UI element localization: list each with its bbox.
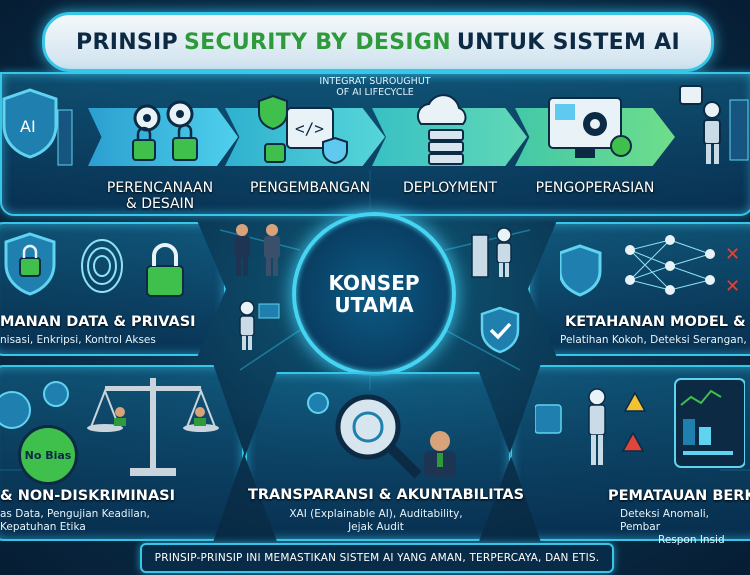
fairness-bullet-line1: as Data, Pengujian Keadilan, (0, 508, 150, 520)
footer-banner: PRINSIP-PRINSIP INI MEMASTIKAN SISTEM AI… (140, 543, 614, 573)
stage-label-deployment: DEPLOYMENT (402, 180, 498, 196)
center-line1: KONSEP (328, 271, 420, 295)
stage-label-operation: PENGOPERASIAN (535, 180, 655, 196)
scale-icon (0, 378, 219, 476)
pillar-data-privacy-title: MANAN DATA & PRIVASI (0, 314, 196, 330)
neural-network-icon: ✕ ✕ (560, 235, 740, 297)
pillar-transparency-bullets: XAI (Explainable AI), Auditability, Jeja… (260, 508, 492, 534)
svg-text:</>: </> (295, 119, 324, 138)
monitoring-bullet-line1: Deteksi Anomali, Pembar (620, 508, 710, 533)
pillar-robustness-bullets: Pelatihan Kokoh, Deteksi Serangan, Peng (560, 334, 750, 346)
svg-text:AI: AI (20, 117, 36, 136)
svg-text:✕: ✕ (725, 244, 740, 265)
robot-icon (679, 85, 749, 164)
page-title: PRINSIP SECURITY BY DESIGN UNTUK SISTEM … (42, 12, 714, 72)
title-part2: UNTUK SISTEM AI (456, 29, 680, 55)
lifecycle-caption: INTEGRAT SUROUGHUT OF AI LIFECYCLE (300, 76, 450, 98)
pillar-monitoring-title: PEMATAUAN BERKE (608, 488, 750, 504)
monitor-gear-icon (548, 97, 632, 158)
cloud-server-icon (416, 94, 467, 165)
ai-shield-icon: AI (2, 88, 73, 166)
stage-planning-line2: & DESAIN (125, 196, 195, 212)
center-line2: UTAMA (334, 293, 414, 317)
svg-text:✕: ✕ (725, 276, 740, 297)
magnifier-brain-icon (307, 392, 456, 479)
lifecycle-caption-line2: OF AI LIFECYCLE (336, 87, 414, 98)
monitoring-dashboard-icon (535, 378, 745, 468)
lifecycle-caption-line1: INTEGRAT SUROUGHUT (319, 76, 431, 87)
fairness-bullet-line2: Kepatuhan Etika (0, 521, 86, 533)
stage-label-planning: PERENCANAAN & DESAIN (85, 180, 235, 212)
monitoring-bullet-line2: Respon Insid (658, 534, 725, 546)
center-concept: KONSEP UTAMA (292, 212, 456, 376)
no-bias-badge: No Bias (18, 425, 78, 485)
gear-lock-icon (132, 100, 198, 161)
no-bias-text: No Bias (24, 448, 72, 462)
transparency-bullet-line1: XAI (Explainable AI), Auditability, (289, 508, 463, 520)
pillar-fairness-bullets: as Data, Pengujian Keadilan, Kepatuhan E… (0, 508, 200, 534)
privacy-icons (4, 232, 184, 297)
pillar-robustness-title: KETAHANAN MODEL & ADV (565, 314, 750, 330)
pillar-transparency-title: TRANSPARANSI & AKUNTABILITAS (248, 487, 525, 503)
pillar-data-privacy-bullets: nisasi, Enkripsi, Kontrol Akses (0, 334, 156, 346)
robot-server-icon (471, 227, 512, 278)
pillar-monitoring-bullets: Deteksi Anomali, Pembar Respon Insid (620, 508, 750, 547)
small-robot-icon (239, 300, 280, 350)
pillar-fairness-title: & NON-DISKRIMINASI (0, 488, 175, 504)
title-part1: PRINSIP (76, 29, 178, 55)
footer-text: PRINSIP-PRINSIP INI MEMASTIKAN SISTEM AI… (154, 552, 600, 564)
transparency-bullet-line2: Jejak Audit (348, 521, 404, 533)
stage-arrow-planning (88, 108, 238, 166)
pillar-robustness (528, 222, 750, 356)
title-highlight: SECURITY BY DESIGN (183, 29, 451, 55)
people-icon (234, 224, 280, 276)
check-shield-icon (480, 306, 520, 354)
code-shield-icon: </> (258, 94, 348, 165)
stage-label-development: PENGEMBANGAN (249, 180, 371, 196)
stage-planning-line1: PERENCANAAN (106, 180, 214, 196)
